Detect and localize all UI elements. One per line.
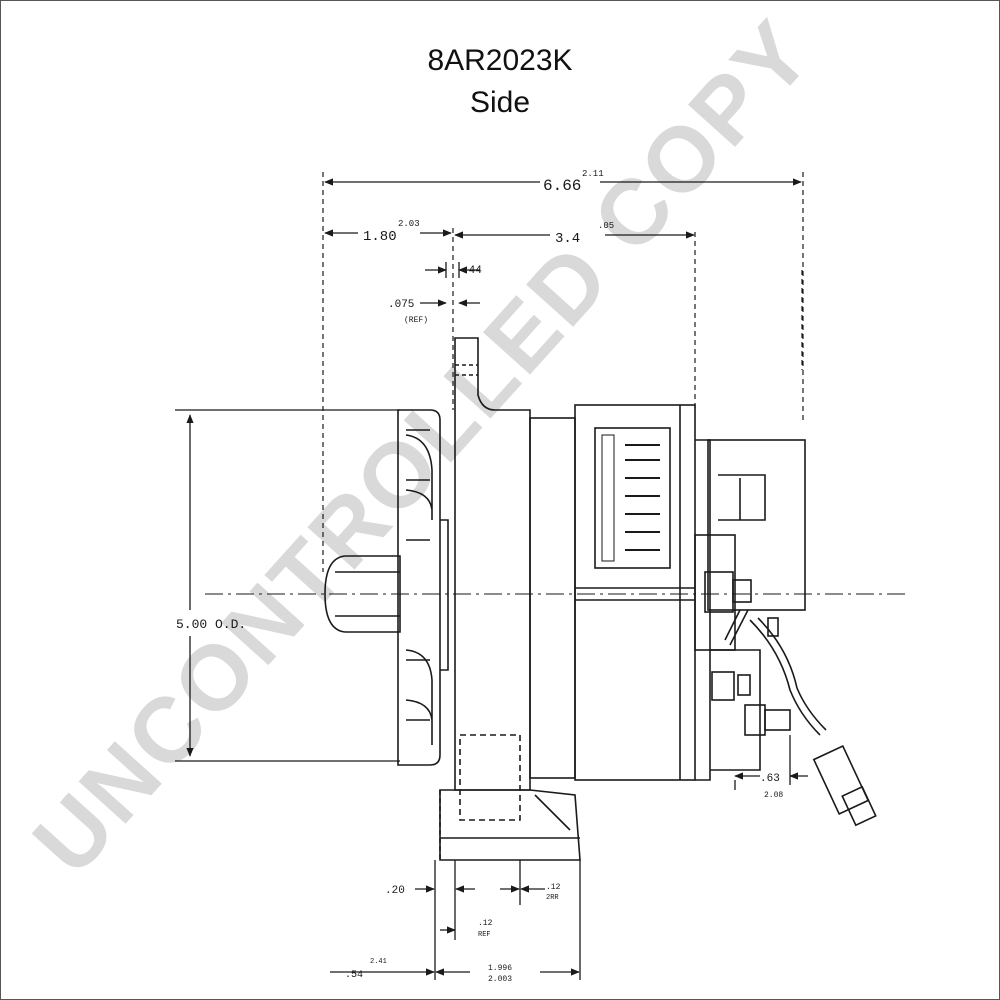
- nameplate: [594, 427, 671, 569]
- dim-overall-length-metric: 2.11: [582, 169, 604, 179]
- top-dimension-lines: [324, 178, 802, 307]
- dim-terminal-offset: .63: [760, 773, 780, 785]
- dim-diameter: 5.00 O.D.: [176, 617, 246, 632]
- dim-mount-bore-metric: 2.003: [488, 975, 512, 984]
- diameter-dimension: [175, 409, 400, 762]
- dim-flange-thickness: .44: [462, 265, 482, 277]
- dim-rear-length: 3.4: [555, 231, 580, 247]
- dim-mount-width: .12: [546, 883, 561, 892]
- dim-pulley-offset: .54: [345, 970, 363, 981]
- dim-mount-bore: 1.996: [488, 964, 512, 973]
- terminal-studs: [704, 571, 791, 736]
- dim-mount-width-note: 2RR: [546, 894, 559, 902]
- pulley-fan: [397, 409, 449, 766]
- dim-front-length: 1.80: [363, 229, 397, 245]
- dimension-labels: 6.66 2.11 1.80 2.03 3.4 .05 .44 .075 (RE…: [176, 169, 783, 984]
- dim-front-length-metric: 2.03: [398, 219, 420, 229]
- dim-overall-length: 6.66: [543, 177, 581, 195]
- bottom-dimension-lines: [330, 735, 808, 980]
- dim-clearance: .075: [388, 299, 414, 311]
- dim-pulley-offset-metric: 2.41: [370, 958, 387, 966]
- harness-connector: [749, 617, 877, 827]
- drawing-title: 8AR2023K: [427, 44, 573, 77]
- dim-terminal-offset-metric: 2.08: [764, 791, 783, 800]
- mounting-foot: [439, 789, 581, 861]
- extension-lines: [322, 172, 804, 572]
- dim-rear-length-metric: .05: [598, 221, 614, 231]
- pulley-hub: [324, 555, 401, 633]
- dim-mount-ref: .12: [478, 919, 493, 928]
- drawing-subtitle: Side: [469, 86, 531, 119]
- dim-mount-ref-note: REF: [478, 931, 491, 939]
- rear-housing: [694, 439, 806, 781]
- dim-clearance-note: (REF): [404, 316, 428, 325]
- dim-mount-offset: .20: [385, 885, 405, 897]
